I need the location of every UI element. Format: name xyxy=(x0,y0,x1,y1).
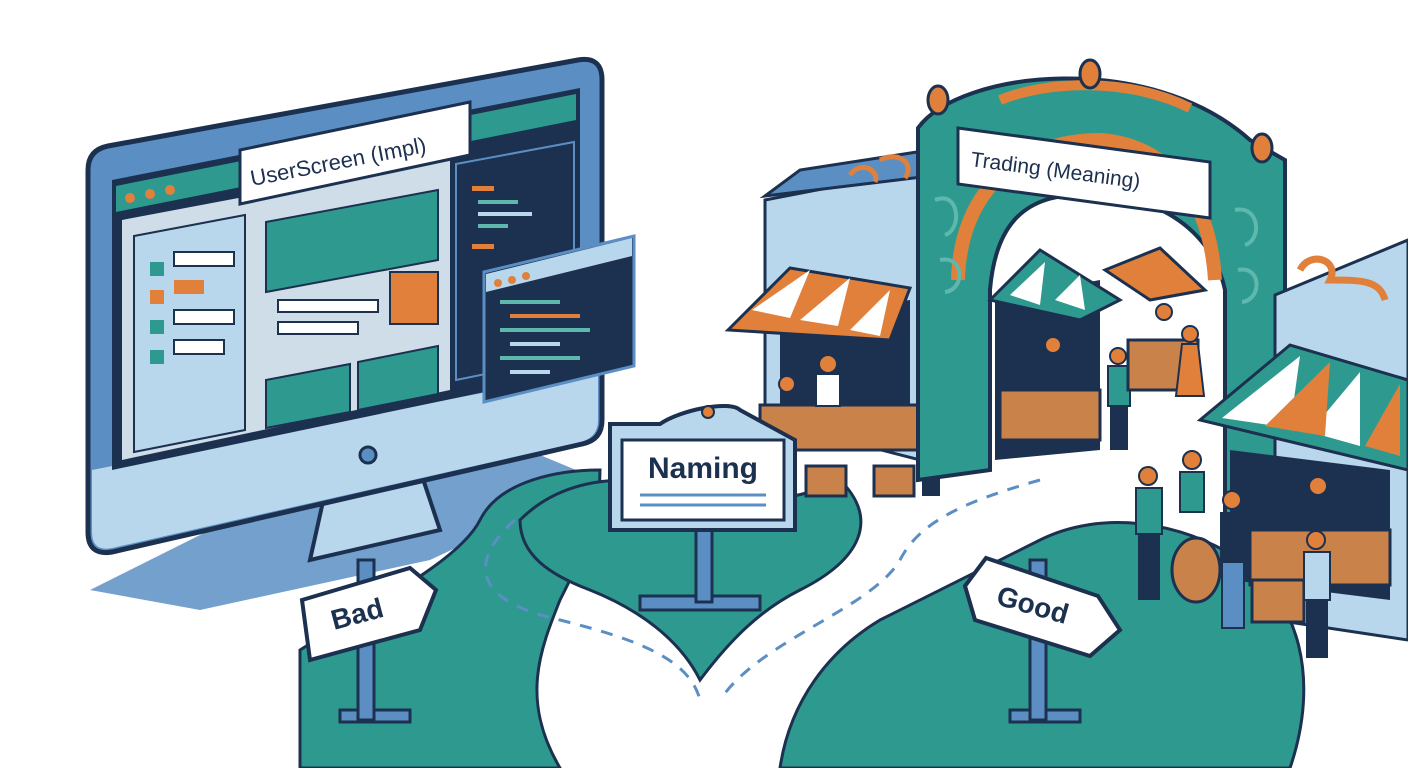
good-signpost: Good xyxy=(962,555,1123,724)
floating-code-5 xyxy=(500,356,580,360)
right-awning-orange xyxy=(1265,362,1400,456)
trader-a-legs xyxy=(1138,534,1160,600)
right-building-ornament xyxy=(1296,255,1389,302)
sidebar-line-1 xyxy=(173,251,235,267)
path-dash-right xyxy=(718,478,1041,701)
bad-signpost: Bad xyxy=(299,558,439,724)
sidebar-line-2 xyxy=(174,280,204,294)
left-stall-ornament xyxy=(847,154,911,183)
floating-dot-3 xyxy=(522,272,530,280)
shopper-c-head xyxy=(1222,490,1242,510)
code-line-2 xyxy=(478,212,532,216)
monitor-power-dot xyxy=(358,445,378,465)
left-vendor-body xyxy=(815,373,841,407)
floating-dot-1 xyxy=(494,279,502,287)
window-dot-1 xyxy=(125,193,135,203)
shopper-c-body xyxy=(1220,512,1246,562)
bad-sign-arrow xyxy=(299,565,439,663)
center-sign-finial xyxy=(701,405,715,419)
code-tag-1 xyxy=(472,186,494,191)
arch-scroll-left xyxy=(934,196,962,294)
sidebar-line-3 xyxy=(173,309,235,325)
floating-code-4 xyxy=(510,342,560,346)
code-line-1 xyxy=(478,200,518,204)
window-dot-3 xyxy=(165,185,175,195)
content-line-1 xyxy=(277,299,379,313)
inner-counter xyxy=(998,388,1102,442)
arch-sign-box xyxy=(956,126,1212,220)
trader-a-body xyxy=(1135,487,1163,535)
floating-code-6 xyxy=(510,370,550,374)
sidebar-bullet-3 xyxy=(150,320,164,334)
window-dot-2 xyxy=(145,189,155,199)
arch-finial-top xyxy=(1078,58,1102,90)
right-crate xyxy=(1250,578,1306,624)
sidebar-bullet-1 xyxy=(150,262,164,276)
trader-b-head xyxy=(1182,450,1202,470)
floating-code-1 xyxy=(500,300,560,304)
good-sign-arrow xyxy=(962,555,1123,659)
inner-vendor-head xyxy=(1044,336,1062,354)
market: Trading (Meaning) xyxy=(724,58,1408,658)
woman-head xyxy=(1181,325,1199,343)
arch-finial-right xyxy=(1250,132,1274,164)
left-vendor-head xyxy=(818,354,838,374)
shopper-d-legs xyxy=(1306,600,1328,658)
woman-dress xyxy=(1174,343,1206,397)
content-accent-block xyxy=(389,271,439,325)
shopper-2-head xyxy=(1109,347,1127,365)
floating-code-3 xyxy=(500,328,590,332)
content-card-1 xyxy=(265,362,351,430)
arch-finial-left xyxy=(926,84,950,116)
right-vendor-head xyxy=(1308,476,1328,496)
arch-scroll-right xyxy=(1234,207,1259,304)
monitor-chin xyxy=(92,370,598,549)
shopper-c-legs xyxy=(1221,561,1245,629)
crate-1 xyxy=(804,464,848,498)
center-sign-pole xyxy=(694,518,714,604)
left-awning-stripes xyxy=(752,270,890,336)
center-signpost: Naming xyxy=(608,403,797,612)
path-dash-left xyxy=(483,518,702,701)
sidebar-line-4 xyxy=(173,339,225,355)
shopper-d-head xyxy=(1306,530,1326,550)
code-line-3 xyxy=(478,224,508,228)
trader-a-head xyxy=(1138,466,1158,486)
code-tag-2 xyxy=(472,244,494,249)
sidebar-bullet-2 xyxy=(150,290,164,304)
inner-awning xyxy=(987,248,1124,322)
shopper-d-body xyxy=(1303,551,1331,601)
floating-code-2 xyxy=(510,314,580,318)
center-sign-label: Naming xyxy=(648,452,758,485)
back-awning xyxy=(1101,246,1209,302)
back-vendor-head xyxy=(1155,303,1173,321)
monitor-label-box xyxy=(238,100,472,206)
floating-dot-2 xyxy=(508,276,516,284)
crate-2 xyxy=(872,464,916,498)
trader-b-body xyxy=(1179,471,1205,513)
center-sign-panel xyxy=(620,438,786,522)
left-customer-head xyxy=(778,375,796,393)
sidebar-bullet-4 xyxy=(150,350,164,364)
floating-window-titlebar xyxy=(486,238,632,292)
content-card-2 xyxy=(357,344,439,412)
shopper-2-legs xyxy=(1110,406,1128,450)
content-line-2 xyxy=(277,321,359,335)
monitor: UserScreen (Impl) xyxy=(85,56,636,563)
barrel xyxy=(1170,536,1222,604)
content-hero-block xyxy=(265,188,439,294)
inner-awning-stripes xyxy=(1010,262,1085,310)
